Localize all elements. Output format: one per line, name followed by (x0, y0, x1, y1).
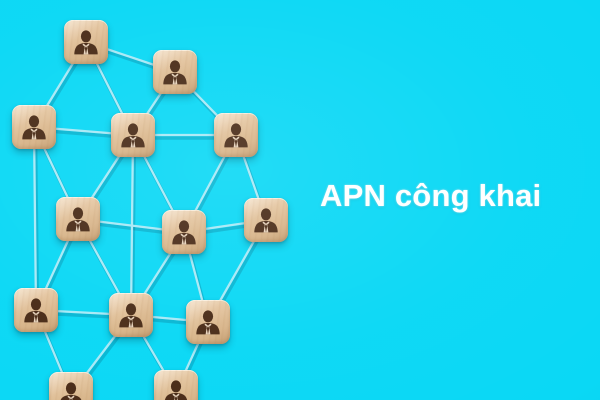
wooden-tile (244, 198, 288, 242)
businessman-silhouette-icon (63, 205, 93, 235)
wooden-tile (56, 197, 100, 241)
businessman-silhouette-icon (161, 378, 191, 400)
network-edge-shadow (33, 128, 40, 315)
businessman-silhouette-icon (160, 58, 190, 88)
network-node-7 (162, 210, 206, 254)
network-node-8 (244, 198, 288, 242)
businessman-silhouette-icon (193, 308, 223, 338)
caption-text: APN công khai (320, 178, 542, 213)
businessman-silhouette-icon (251, 206, 281, 236)
businessman-silhouette-icon (21, 296, 51, 326)
network-node-11 (186, 300, 230, 344)
network-node-1 (64, 20, 108, 64)
network-node-12 (49, 372, 93, 400)
network-node-13 (154, 370, 198, 400)
network-node-2 (153, 50, 197, 94)
network-node-4 (111, 113, 155, 157)
businessman-silhouette-icon (118, 121, 148, 151)
businessman-silhouette-icon (56, 380, 86, 400)
wooden-tile (162, 210, 206, 254)
wooden-tile (153, 50, 197, 94)
network-edge (32, 125, 38, 312)
network-node-10 (109, 293, 153, 337)
businessman-silhouette-icon (116, 301, 146, 331)
network-node-5 (214, 113, 258, 157)
businessman-silhouette-icon (169, 218, 199, 248)
network-node-9 (14, 288, 58, 332)
network-node-3 (12, 105, 56, 149)
businessman-silhouette-icon (71, 28, 101, 58)
businessman-silhouette-icon (221, 121, 251, 151)
businessman-silhouette-icon (19, 113, 49, 143)
network-node-6 (56, 197, 100, 241)
network-edge-shadow (130, 136, 137, 320)
